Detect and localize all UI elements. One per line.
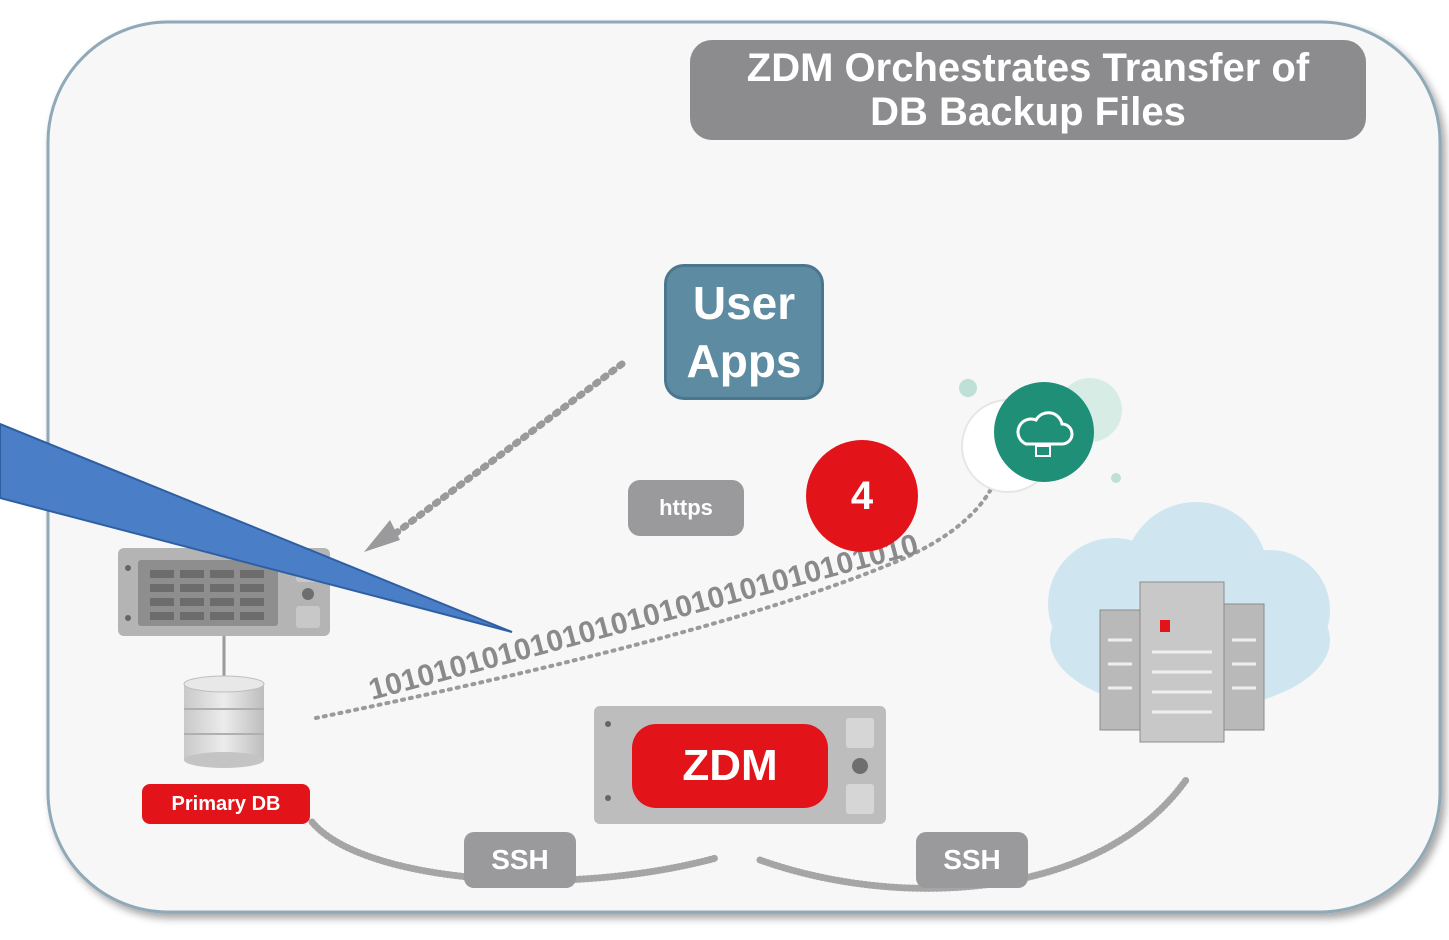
title-line-1: ZDM Orchestrates Transfer of: [746, 46, 1310, 90]
user-apps-line-2: Apps: [686, 335, 802, 387]
primary-db-label: Primary DB: [142, 784, 310, 824]
ssh-left-badge: SSH: [464, 832, 576, 888]
db-to-cloud-dotted-path: [314, 468, 1000, 720]
database-icon: [183, 675, 265, 768]
target-cloud-datacenter-icon: [1048, 502, 1330, 743]
user-apps-box: User Apps: [664, 264, 824, 400]
zdm-label: ZDM: [632, 724, 828, 808]
callout-pointer: [0, 422, 513, 633]
apps-to-server-arrow: [364, 360, 626, 552]
object-storage-cloud-icon: [959, 378, 1122, 493]
https-badge: https: [628, 480, 744, 536]
primary-server-icon: [118, 548, 330, 678]
step-number-badge: 4: [806, 440, 918, 552]
diagram-title: ZDM Orchestrates Transfer of DB Backup F…: [690, 40, 1366, 140]
ssh-right-badge: SSH: [916, 832, 1028, 888]
title-line-2: DB Backup Files: [870, 90, 1186, 134]
user-apps-line-1: User: [692, 277, 796, 329]
